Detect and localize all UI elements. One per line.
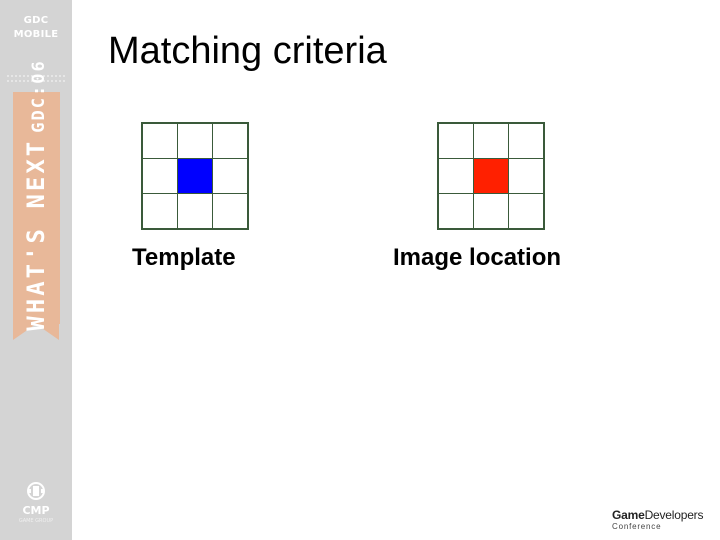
brand-line-1: GDC — [23, 15, 49, 26]
image-location-caption: Image location — [393, 244, 562, 271]
template-grid — [141, 122, 249, 230]
grid-cell — [141, 193, 178, 230]
ribbon-text: WHAT'S NEXT GDC:06 — [22, 59, 50, 330]
grid-cell — [212, 157, 249, 195]
grid-cell — [472, 193, 510, 230]
grid-cell — [508, 193, 545, 230]
grid-cell — [437, 157, 474, 195]
ribbon-notch — [13, 324, 59, 340]
cmp-logo-subtext: GAME GROUP — [18, 518, 54, 524]
grid-cell — [176, 193, 214, 230]
logo-game-text: Game — [612, 508, 645, 522]
cmp-logo-text: CMP — [22, 504, 50, 517]
grid-cell — [141, 122, 178, 159]
grid-cell — [176, 122, 214, 159]
sidebar: GDC MOBILE WHAT'S NEXT GDC:06 CMP GAME GR… — [0, 0, 72, 540]
ribbon-sub-text: GDC:06 — [29, 59, 49, 133]
grid-cell — [508, 157, 545, 195]
grid-cell — [212, 122, 249, 159]
ribbon-main-text: WHAT'S NEXT — [22, 138, 50, 331]
game-developers-conference-logo: GameDevelopers Conference — [612, 506, 703, 531]
logo-developers-text: Developers — [644, 508, 704, 522]
grid-cell — [472, 122, 510, 159]
brand-line-2: MOBILE — [13, 29, 59, 40]
grid-cell — [508, 122, 545, 159]
grid-cell — [141, 157, 178, 195]
cmp-emblem-icon — [27, 482, 45, 500]
grid-cell — [437, 193, 474, 230]
dotted-divider — [6, 80, 66, 82]
template-center-cell — [176, 157, 214, 195]
grid-cell — [437, 122, 474, 159]
image-location-grid — [437, 122, 545, 230]
slide-title: Matching criteria — [108, 30, 387, 72]
grid-cell — [212, 193, 249, 230]
gdc-mobile-logo: GDC MOBILE — [0, 14, 72, 42]
dotted-divider — [6, 75, 66, 77]
image-center-cell — [472, 157, 510, 195]
template-caption: Template — [132, 244, 236, 271]
ribbon-banner — [13, 92, 60, 324]
logo-conference-text: Conference — [612, 522, 662, 531]
